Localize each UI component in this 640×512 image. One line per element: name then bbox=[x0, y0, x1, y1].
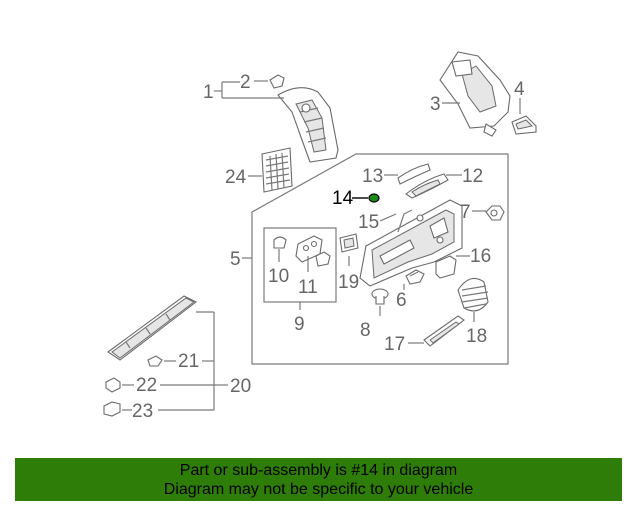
callout-7[interactable]: 7 bbox=[460, 202, 471, 223]
clip-part-22 bbox=[105, 377, 121, 393]
parts-diagram: 1 2 3 4 24 5 bbox=[103, 51, 537, 422]
callout-17[interactable]: 17 bbox=[384, 334, 405, 355]
pillar-trim-part bbox=[269, 74, 339, 163]
callout-14[interactable]: 14 bbox=[332, 188, 354, 209]
callout-20[interactable]: 20 bbox=[230, 376, 251, 397]
nut-part-7 bbox=[485, 205, 505, 221]
clip-part-14-highlighted bbox=[368, 193, 380, 203]
clip-part-6 bbox=[405, 269, 425, 285]
callout-18[interactable]: 18 bbox=[466, 326, 487, 347]
callout-23[interactable]: 23 bbox=[132, 401, 153, 422]
callout-16[interactable]: 16 bbox=[470, 246, 491, 267]
speaker-grille-part-18 bbox=[457, 277, 489, 312]
callout-19[interactable]: 19 bbox=[338, 272, 359, 293]
quarter-panel-outline bbox=[251, 153, 509, 365]
callout-1[interactable]: 1 bbox=[203, 82, 214, 103]
bracket-clip-part bbox=[511, 115, 537, 135]
vent-grille-part bbox=[261, 147, 293, 193]
callout-11[interactable]: 11 bbox=[298, 277, 318, 298]
bracket-part-11 bbox=[295, 235, 331, 267]
bracket-part-10 bbox=[273, 236, 287, 249]
callout-22[interactable]: 22 bbox=[136, 375, 157, 396]
banner-line-2: Diagram may not be specific to your vehi… bbox=[163, 481, 474, 498]
callout-8[interactable]: 8 bbox=[360, 320, 371, 341]
trim-panel-part-15 bbox=[359, 199, 463, 287]
callout-5[interactable]: 5 bbox=[230, 249, 241, 270]
trim-strip-part-12 bbox=[405, 173, 449, 199]
upper-quarter-trim-part bbox=[439, 51, 511, 137]
lower-trim-part-17 bbox=[423, 315, 465, 347]
callout-12[interactable]: 12 bbox=[462, 166, 483, 187]
clip-part-21 bbox=[147, 355, 163, 367]
sill-plate-part bbox=[107, 295, 198, 361]
banner-line-1: Part or sub-assembly is #14 in diagram bbox=[179, 462, 458, 479]
callout-24[interactable]: 24 bbox=[225, 167, 247, 188]
callout-3[interactable]: 3 bbox=[430, 94, 441, 115]
callout-6[interactable]: 6 bbox=[396, 290, 407, 311]
callout-9[interactable]: 9 bbox=[294, 314, 305, 335]
callout-10[interactable]: 10 bbox=[268, 266, 289, 287]
small-cover-part-19 bbox=[339, 233, 359, 253]
callout-2[interactable]: 2 bbox=[240, 72, 251, 93]
info-banner: Part or sub-assembly is #14 in diagram D… bbox=[15, 458, 622, 501]
callout-21[interactable]: 21 bbox=[178, 351, 199, 372]
push-pin-part-8 bbox=[371, 288, 389, 305]
trim-strip-part-13 bbox=[397, 163, 431, 185]
cover-part-16 bbox=[435, 255, 457, 279]
clip-part-23 bbox=[103, 401, 121, 417]
callout-4[interactable]: 4 bbox=[514, 79, 525, 100]
callout-13[interactable]: 13 bbox=[362, 166, 383, 187]
callout-15[interactable]: 15 bbox=[358, 212, 379, 233]
